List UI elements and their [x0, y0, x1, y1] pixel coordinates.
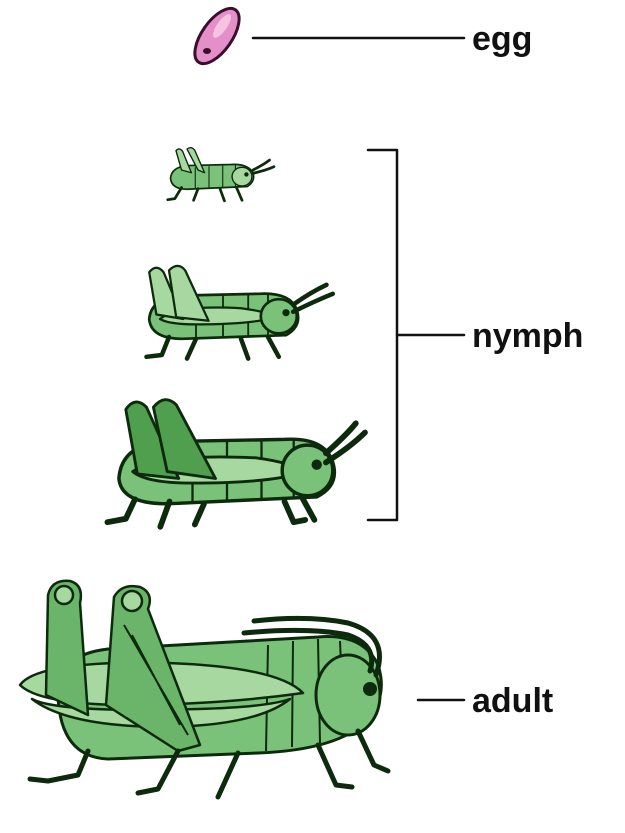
- nymph-stage-3-illustration: [107, 400, 365, 527]
- nymph-label: nymph: [472, 317, 583, 355]
- nymph-stage-1-illustration: [168, 148, 274, 201]
- nymph-stage-2-illustration: [147, 266, 333, 359]
- adult-illustration: [20, 581, 388, 797]
- adult-label: adult: [472, 682, 553, 720]
- egg-illustration: [186, 1, 247, 71]
- egg-label: egg: [472, 20, 532, 58]
- nymph-bracket: [368, 150, 397, 520]
